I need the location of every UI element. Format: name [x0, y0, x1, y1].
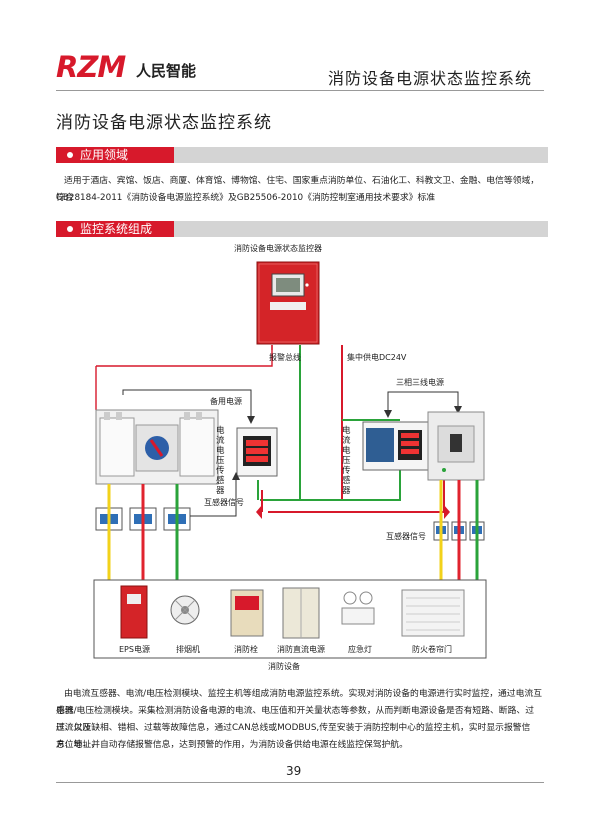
hydrant-box-image — [230, 589, 264, 637]
device-label-fire-shutter: 防火卷帘门 — [412, 645, 452, 654]
alarm-bus-label: 报警总线 — [269, 353, 301, 362]
dc-power-cabinet-image — [282, 587, 320, 639]
brand-logo: RZM — [56, 50, 126, 84]
header-divider — [56, 90, 544, 91]
dc-supply-label: 集中供电DC24V — [347, 353, 407, 362]
application-line-1: 适用于酒店、宾馆、饭店、商厦、体育馆、博物馆、住宅、国家重点消防单位、石油化工、… — [56, 176, 540, 203]
section-heading-composition-text: 监控系统组成 — [80, 222, 153, 236]
application-line-2: GB28184-2011《消防设备电源监控系统》及GB25506-2010《消防… — [56, 193, 436, 203]
section-bar-application — [56, 147, 548, 163]
section-heading-application-text: 应用领域 — [80, 148, 129, 162]
meter-left-image — [236, 427, 278, 477]
emergency-light-image — [341, 591, 375, 625]
fire-shutter-image — [401, 589, 465, 637]
page-number: 39 — [286, 764, 302, 778]
monitor-cabinet-image — [256, 261, 320, 345]
description-line-3: 过流以及缺相、错相、过载等故障信息，通过CAN总线或MODBUS,传至安装于消防… — [56, 723, 531, 750]
meter-right-image — [362, 421, 430, 471]
description-line-1: 由电流互感器、电流/电压检测模块、监控主机等组成消防电源监控系统。实现对消防设备… — [56, 689, 542, 716]
circuit-breaker-image — [427, 411, 485, 481]
section-heading-application: 应用领域 — [56, 147, 174, 163]
header-title: 消防设备电源状态监控系统 — [328, 69, 533, 88]
monitor-label: 消防设备电源状态监控器 — [234, 244, 322, 253]
device-label-fan: 排烟机 — [176, 645, 200, 654]
devices-caption: 消防设备 — [268, 662, 300, 671]
eps-power-image — [120, 585, 148, 639]
three-phase-label: 三相三线电源 — [396, 378, 444, 387]
description-line-4: 方位等，并自动存储报警信息，达到预警的作用，为消防设备供给电源在线监控保驾护航。 — [56, 740, 408, 750]
backup-power-label: 备用电源 — [210, 397, 242, 406]
page-title: 消防设备电源状态监控系统 — [56, 113, 272, 133]
device-label-eps: EPS电源 — [119, 645, 150, 654]
device-label-emergency-light: 应急灯 — [348, 645, 372, 654]
device-label-dc-power: 消防直流电源 — [277, 645, 325, 654]
section-heading-composition: 监控系统组成 — [56, 221, 174, 237]
section-bar-composition — [56, 221, 548, 237]
sensor-right-label: 电流电压传感器 — [342, 426, 351, 496]
brand-name: 人民智能 — [136, 62, 197, 80]
description-line-2: 电流/电压检测模块。采集检测消防设备电源的电流、电压值和开关量状态等参数，从而判… — [56, 706, 534, 733]
ats-switch-image — [95, 409, 219, 485]
ct-signal-right-label: 互感器信号 — [386, 532, 426, 541]
device-label-hydrant: 消防栓 — [234, 645, 258, 654]
sensor-left-label: 电流电压传感器 — [216, 426, 225, 496]
smoke-fan-image — [170, 595, 200, 625]
ct-signal-left-label: 互感器信号 — [204, 498, 244, 507]
footer-divider — [56, 782, 544, 783]
